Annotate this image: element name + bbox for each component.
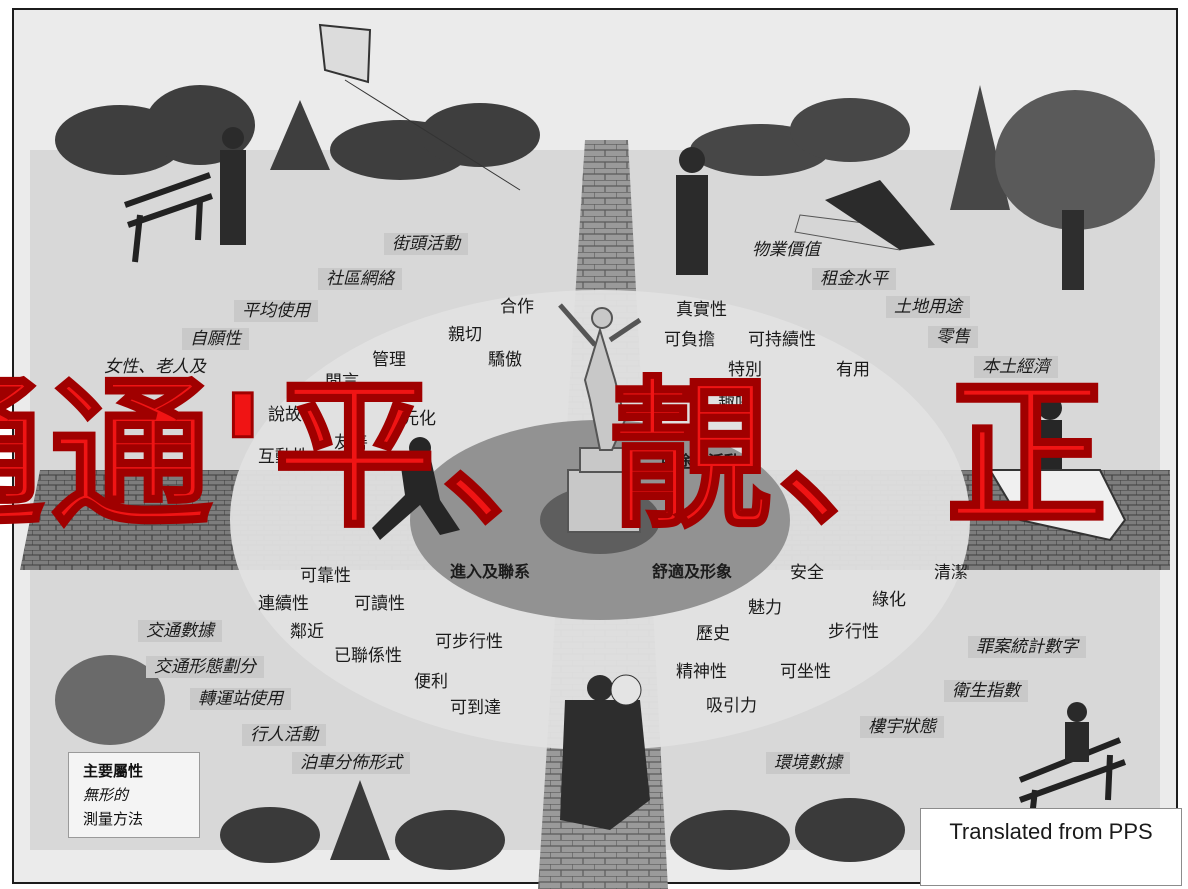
label-traffic-data: 交通數據 <box>138 620 222 642</box>
label-average-use: 平均使用 <box>234 300 318 322</box>
label-convenience: 便利 <box>414 672 448 692</box>
label-friendliness: 親切 <box>448 325 482 345</box>
label-community-network: 社區網絡 <box>318 268 402 290</box>
label-sittability: 可坐性 <box>780 662 831 682</box>
label-special: 特別 <box>728 360 762 380</box>
label-continuity: 連續性 <box>258 594 309 614</box>
label-sustainability: 可持續性 <box>748 330 816 350</box>
label-parking-patterns: 泊車分佈形式 <box>292 752 410 774</box>
couple <box>560 674 650 830</box>
label-interactivity: 互動性 <box>258 447 309 467</box>
label-friendly: 友善 <box>334 433 368 453</box>
label-crime-stats: 罪案統計數字 <box>968 636 1086 658</box>
trees-top-right <box>690 85 1155 290</box>
trees-top-left <box>55 85 540 180</box>
label-sanitation: 衛生指數 <box>944 680 1028 702</box>
label-attractiveness: 吸引力 <box>706 696 757 716</box>
label-proximity: 鄰近 <box>290 622 324 642</box>
heading-access-linkage: 進入及聯系 <box>450 562 531 581</box>
trees-bottom <box>55 655 905 870</box>
legend-title: 主要屬性 <box>83 762 144 780</box>
label-walkability: 可步行性 <box>435 632 503 652</box>
label-readability: 可讀性 <box>354 594 405 614</box>
label-building-conditions: 樓宇狀態 <box>860 716 944 738</box>
heading-comfort-image: 舒適及形象 <box>652 562 733 581</box>
kite <box>318 23 521 191</box>
label-pedestrian-activity: 行人活動 <box>242 724 326 746</box>
label-transit-usage: 轉運站使用 <box>190 688 291 710</box>
label-safety: 安全 <box>790 563 824 583</box>
label-property-value: 物業價值 <box>752 240 820 260</box>
label-rent-level: 租金水平 <box>812 268 896 290</box>
label-pride: 驕傲 <box>488 350 522 370</box>
label-fun: 趣味 <box>718 394 752 414</box>
label-mode-split: 交通形態劃分 <box>146 656 264 678</box>
label-cleanliness: 清潔 <box>934 563 968 583</box>
label-spirituality: 精神性 <box>676 662 727 682</box>
legend-intangibles: 無形的 <box>83 786 129 804</box>
overlay-banner: 通通'平、靚、正 <box>0 372 1188 542</box>
label-connected: 已聯係性 <box>334 646 402 666</box>
label-useful: 有用 <box>836 360 870 380</box>
banner-text: 通通'平、靚、正 <box>0 372 1114 542</box>
credit-box: Translated from PPS <box>920 808 1182 886</box>
figures-middle <box>372 396 1127 542</box>
label-greenness: 綠化 <box>872 590 906 610</box>
label-cooperation: 合作 <box>500 297 534 317</box>
label-land-use: 土地用途 <box>886 296 970 318</box>
label-authenticity: 真實性 <box>676 300 727 320</box>
heading-uses-activities: 用途及活動 <box>660 452 741 471</box>
label-diversity: 元化 <box>402 409 436 429</box>
legend: 主要屬性 無形的 測量方法 <box>68 752 200 838</box>
label-retail: 零售 <box>928 326 978 348</box>
label-environmental-data: 環境數據 <box>766 752 850 774</box>
label-local-economy: 本土經濟 <box>974 356 1058 378</box>
label-history: 歷史 <box>696 624 730 644</box>
statue <box>558 303 642 533</box>
bench-top-left <box>124 172 213 263</box>
label-street-activity: 街頭活動 <box>384 233 468 255</box>
reader-figure <box>1065 702 1089 762</box>
label-voluntarism: 自願性 <box>182 328 249 350</box>
credit-text: Translated from PPS <box>949 819 1153 844</box>
label-reliability: 可靠性 <box>300 566 351 586</box>
label-storytelling: 說故事 <box>268 405 319 425</box>
label-gossip: 閒言 <box>325 372 359 392</box>
label-affordability: 可負擔 <box>664 330 715 350</box>
label-charm: 魅力 <box>748 598 782 618</box>
label-stewardship: 管理 <box>372 350 406 370</box>
legend-measurements: 測量方法 <box>83 810 144 828</box>
label-accessible: 可到達 <box>450 698 501 718</box>
label-walkability-comfort: 步行性 <box>828 622 879 642</box>
label-women-elderly: 女性、老人及 <box>104 357 206 377</box>
figures-top <box>220 127 935 275</box>
